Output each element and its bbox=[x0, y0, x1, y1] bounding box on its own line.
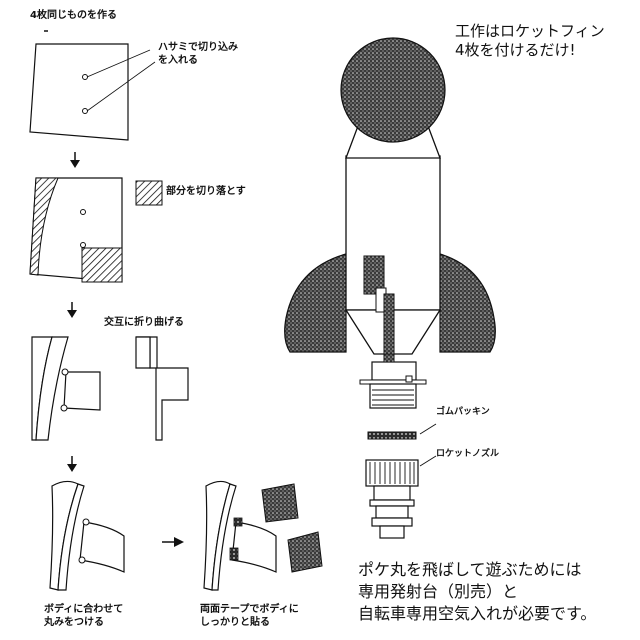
rocket-illustration bbox=[284, 37, 496, 409]
rocket-headline-line-2: 4枚を付けるだけ! bbox=[455, 41, 576, 59]
step-make-four-label: 4枚同じものを作る bbox=[30, 10, 117, 21]
cut-slit-label-line-2: を入れる bbox=[158, 55, 198, 66]
down-arrow-3 bbox=[67, 456, 77, 472]
down-arrow-2 bbox=[67, 302, 77, 318]
cut-off-label: 部分を切り落とす bbox=[166, 186, 246, 197]
rocket-nozzle-label: ロケットノズル bbox=[436, 449, 500, 459]
round-to-body-label: ボディに合わせて 丸みをつける bbox=[44, 603, 123, 629]
rubber-gasket bbox=[367, 423, 437, 440]
fin-cut-step bbox=[29, 177, 163, 283]
rocket-headline-line-1: 工作はロケットフィン bbox=[455, 22, 605, 40]
fin-with-tape bbox=[203, 480, 323, 591]
footer-note: ポケ丸を飛ばして遊ぶためには 専用発射台（別売）と 自転車専用空気入れが必要です… bbox=[358, 559, 596, 625]
rocket-headline: 工作はロケットフィン 4枚を付けるだけ! bbox=[455, 22, 605, 60]
rocket-nozzle bbox=[365, 455, 437, 539]
cut-slit-label-line-1: ハサミで切り込み bbox=[158, 42, 238, 53]
footer-note-line-3: 自転車専用空気入れが必要です。 bbox=[358, 604, 597, 623]
right-arrow bbox=[162, 537, 184, 547]
footer-note-line-2: 専用発射台（別売）と bbox=[358, 582, 519, 601]
rubber-gasket-label: ゴムパッキン bbox=[436, 407, 490, 417]
round-to-body-line-2: 丸みをつける bbox=[44, 617, 104, 628]
cut-slit-label: ハサミで切り込み を入れる bbox=[158, 41, 238, 67]
down-arrow bbox=[70, 152, 80, 168]
fin-rounded bbox=[49, 480, 125, 591]
fold-alternately-label: 交互に折り曲げる bbox=[104, 317, 184, 328]
fin-template bbox=[29, 30, 156, 141]
fin-folded-perspective bbox=[31, 336, 101, 441]
attach-with-tape-line-2: しっかりと貼る bbox=[200, 617, 270, 628]
round-to-body-line-1: ボディに合わせて bbox=[44, 604, 124, 615]
fin-folded-side bbox=[135, 336, 189, 441]
attach-with-tape-line-1: 両面テープでボディに bbox=[200, 604, 299, 615]
attach-with-tape-label: 両面テープでボディに しっかりと貼る bbox=[200, 603, 299, 629]
footer-note-line-1: ポケ丸を飛ばして遊ぶためには bbox=[358, 560, 582, 579]
